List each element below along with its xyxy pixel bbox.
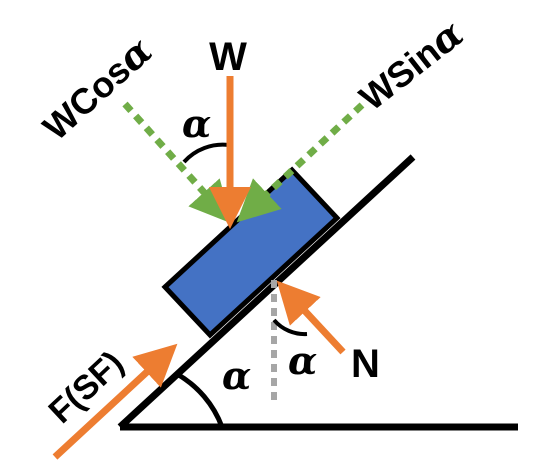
weight-label: W [209,35,247,79]
wcos-label: WCosα [33,27,161,148]
weight-angle-label: α [182,101,211,146]
normal-angle-arc [272,318,308,337]
wcos-arrow [122,101,232,224]
normal-arrow [276,280,346,355]
wsin-label: WSinα [350,10,472,119]
incline-angle-label: α [222,353,251,398]
wcos-label-text: WCos [35,49,138,148]
normal-angle-label: α [288,338,317,383]
weight-angle-arc [182,142,230,164]
normal-label: N [351,342,380,386]
incline-angle-arc [175,371,225,428]
friction-label: F(SF) [42,344,131,431]
friction-arrow [52,343,178,460]
